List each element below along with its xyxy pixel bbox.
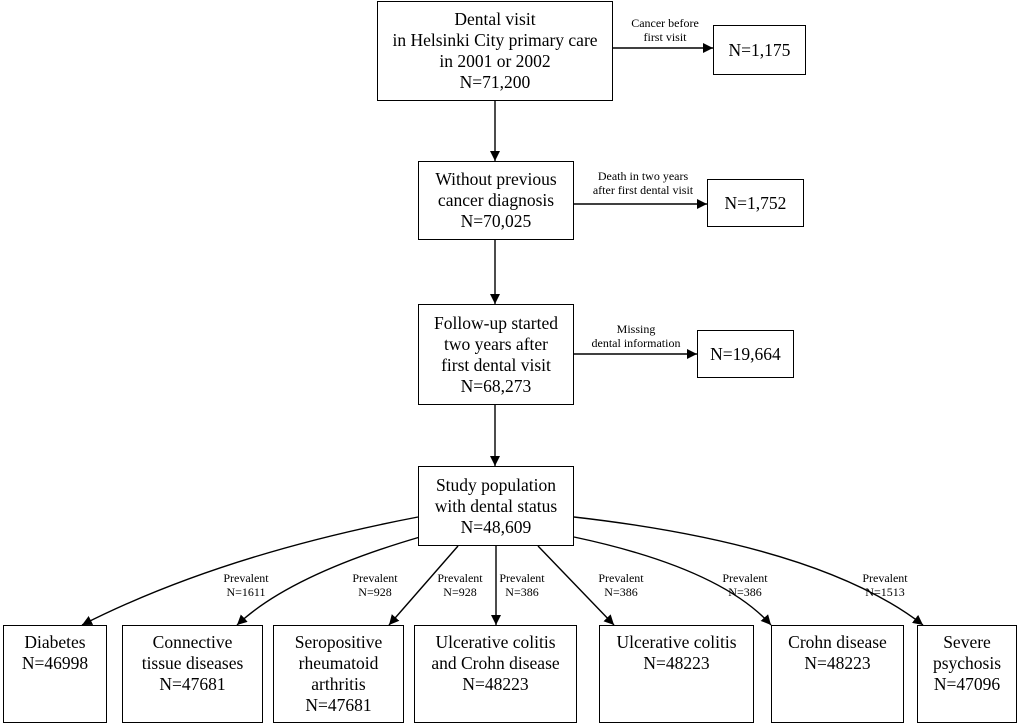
arrow-to-crohn — [573, 536, 772, 626]
uc-crohn-box: Ulcerative colitis and Crohn disease N=4… — [414, 625, 577, 723]
excluded-death-box: N=1,752 — [707, 179, 804, 227]
prevalent-psychosis-label: Prevalent N=1513 — [862, 571, 908, 599]
without-cancer-text: Without previous cancer diagnosis N=70,0… — [435, 169, 557, 231]
uc-crohn-text: Ulcerative colitis and Crohn disease N=4… — [431, 632, 560, 694]
missing-label: Missing dental information — [591, 322, 681, 350]
ra-box: Seropositive rheumatoid arthritis N=4768… — [273, 625, 404, 723]
study-population-text: Study population with dental status N=48… — [434, 474, 558, 537]
prevalent-ra-label: Prevalent N=928 — [437, 571, 483, 599]
dental-visit-box: Dental visit in Helsinki City primary ca… — [377, 1, 613, 101]
dental-visit-text: Dental visit in Helsinki City primary ca… — [392, 9, 598, 92]
arrow-to-connective — [236, 536, 421, 626]
excluded-missing-box: N=19,664 — [697, 330, 794, 378]
crohn-text: Crohn disease N=48223 — [788, 632, 887, 673]
excluded-cancer-box: N=1,175 — [713, 25, 806, 75]
arrow-to-psychosis — [573, 516, 924, 626]
excluded-missing-text: N=19,664 — [710, 343, 781, 364]
followup-text: Follow-up started two years after first … — [434, 312, 558, 396]
prevalent-connective-label: Prevalent N=928 — [352, 571, 398, 599]
without-cancer-box: Without previous cancer diagnosis N=70,0… — [418, 161, 574, 240]
crohn-box: Crohn disease N=48223 — [771, 625, 904, 723]
psychosis-text: Severe psychosis N=47096 — [932, 632, 1002, 694]
prevalent-uc-crohn-label: Prevalent N=386 — [499, 571, 545, 599]
excluded-cancer-text: N=1,175 — [728, 39, 791, 60]
followup-box: Follow-up started two years after first … — [418, 304, 574, 405]
connective-box: Connective tissue diseases N=47681 — [122, 625, 263, 723]
arrow-to-uc — [537, 545, 615, 626]
uc-box: Ulcerative colitis N=48223 — [599, 625, 754, 723]
prevalent-uc-label: Prevalent N=386 — [598, 571, 644, 599]
diabetes-text: Diabetes N=46998 — [21, 632, 89, 673]
ra-text: Seropositive rheumatoid arthritis N=4768… — [294, 632, 383, 715]
study-population-box: Study population with dental status N=48… — [418, 466, 574, 546]
connective-text: Connective tissue diseases N=47681 — [141, 632, 244, 694]
prevalent-diabetes-label: Prevalent N=1611 — [223, 571, 269, 599]
prevalent-crohn-label: Prevalent N=386 — [722, 571, 768, 599]
arrow-to-ra — [388, 545, 459, 626]
cancer-before-label: Cancer before first visit — [631, 16, 699, 44]
death-label: Death in two years after first dental vi… — [592, 169, 694, 197]
excluded-death-text: N=1,752 — [724, 192, 787, 213]
arrow-to-diabetes — [81, 516, 419, 626]
diabetes-box: Diabetes N=46998 — [3, 625, 107, 723]
uc-text: Ulcerative colitis N=48223 — [616, 632, 737, 673]
psychosis-box: Severe psychosis N=47096 — [917, 625, 1017, 723]
